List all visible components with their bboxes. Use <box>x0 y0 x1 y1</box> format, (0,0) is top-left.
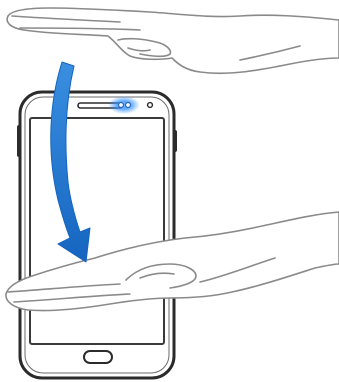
smartphone-icon <box>17 92 177 378</box>
proximity-sensor-glow <box>108 96 140 114</box>
home-button <box>84 351 112 363</box>
upper-hand-icon <box>7 8 339 73</box>
front-camera <box>148 103 153 108</box>
